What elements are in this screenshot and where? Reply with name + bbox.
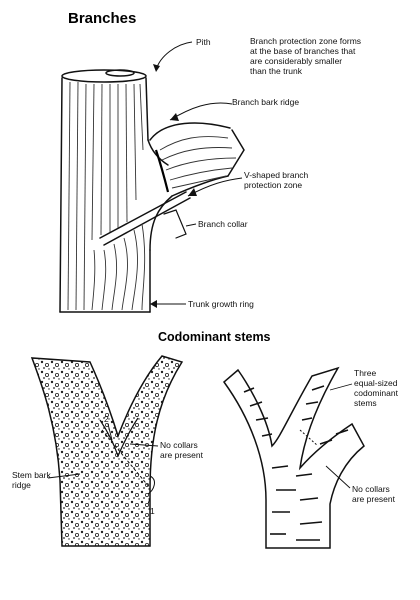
- trunk-right-edge-upper: [145, 77, 149, 141]
- label-right-no-collars: No collars are present: [352, 484, 395, 504]
- branch-illustration: [59, 41, 245, 313]
- label-left-no-collars: No collars are present: [160, 440, 203, 460]
- leader-pith: [155, 41, 193, 71]
- leader-bark-ridge: [169, 102, 233, 121]
- leader-collar: [185, 223, 197, 227]
- codominant-title: Codominant stems: [158, 330, 271, 344]
- branch-core-line: [99, 191, 187, 239]
- label-three-stems: Three equal-sized codominant stems: [354, 368, 398, 408]
- branch-cut-end: [227, 129, 245, 177]
- branches-title: Branches: [68, 10, 137, 27]
- bark-ridge-mark: [154, 149, 170, 193]
- branch-upper-outline: [149, 122, 231, 141]
- branch-bark-ridge: [147, 139, 169, 166]
- label-branch-bark-ridge: Branch bark ridge: [232, 97, 300, 107]
- pith-mark: [105, 69, 135, 77]
- branch-lower-outline: [171, 175, 229, 197]
- collar-bracket: [163, 209, 187, 239]
- label-number-2: 2: [104, 414, 109, 424]
- label-v-shaped-zone: V-shaped branch protection zone: [244, 170, 309, 190]
- right-codominant-fork: [222, 366, 365, 549]
- trunk-cut-top: [61, 69, 147, 83]
- label-branch-collar: Branch collar: [198, 219, 248, 229]
- label-stem-bark-ridge: Stem bark ridge: [12, 470, 51, 490]
- label-number-1: 1: [150, 506, 155, 516]
- label-pith: Pith: [196, 37, 211, 47]
- collar-curve: [149, 195, 173, 251]
- branch-core-line-2: [103, 197, 191, 246]
- trunk-left-edge: [59, 77, 63, 313]
- branch-protection-note: Branch protection zone forms at the base…: [250, 36, 362, 76]
- leader-v-zone: [187, 177, 243, 197]
- label-trunk-growth-ring: Trunk growth ring: [188, 299, 254, 309]
